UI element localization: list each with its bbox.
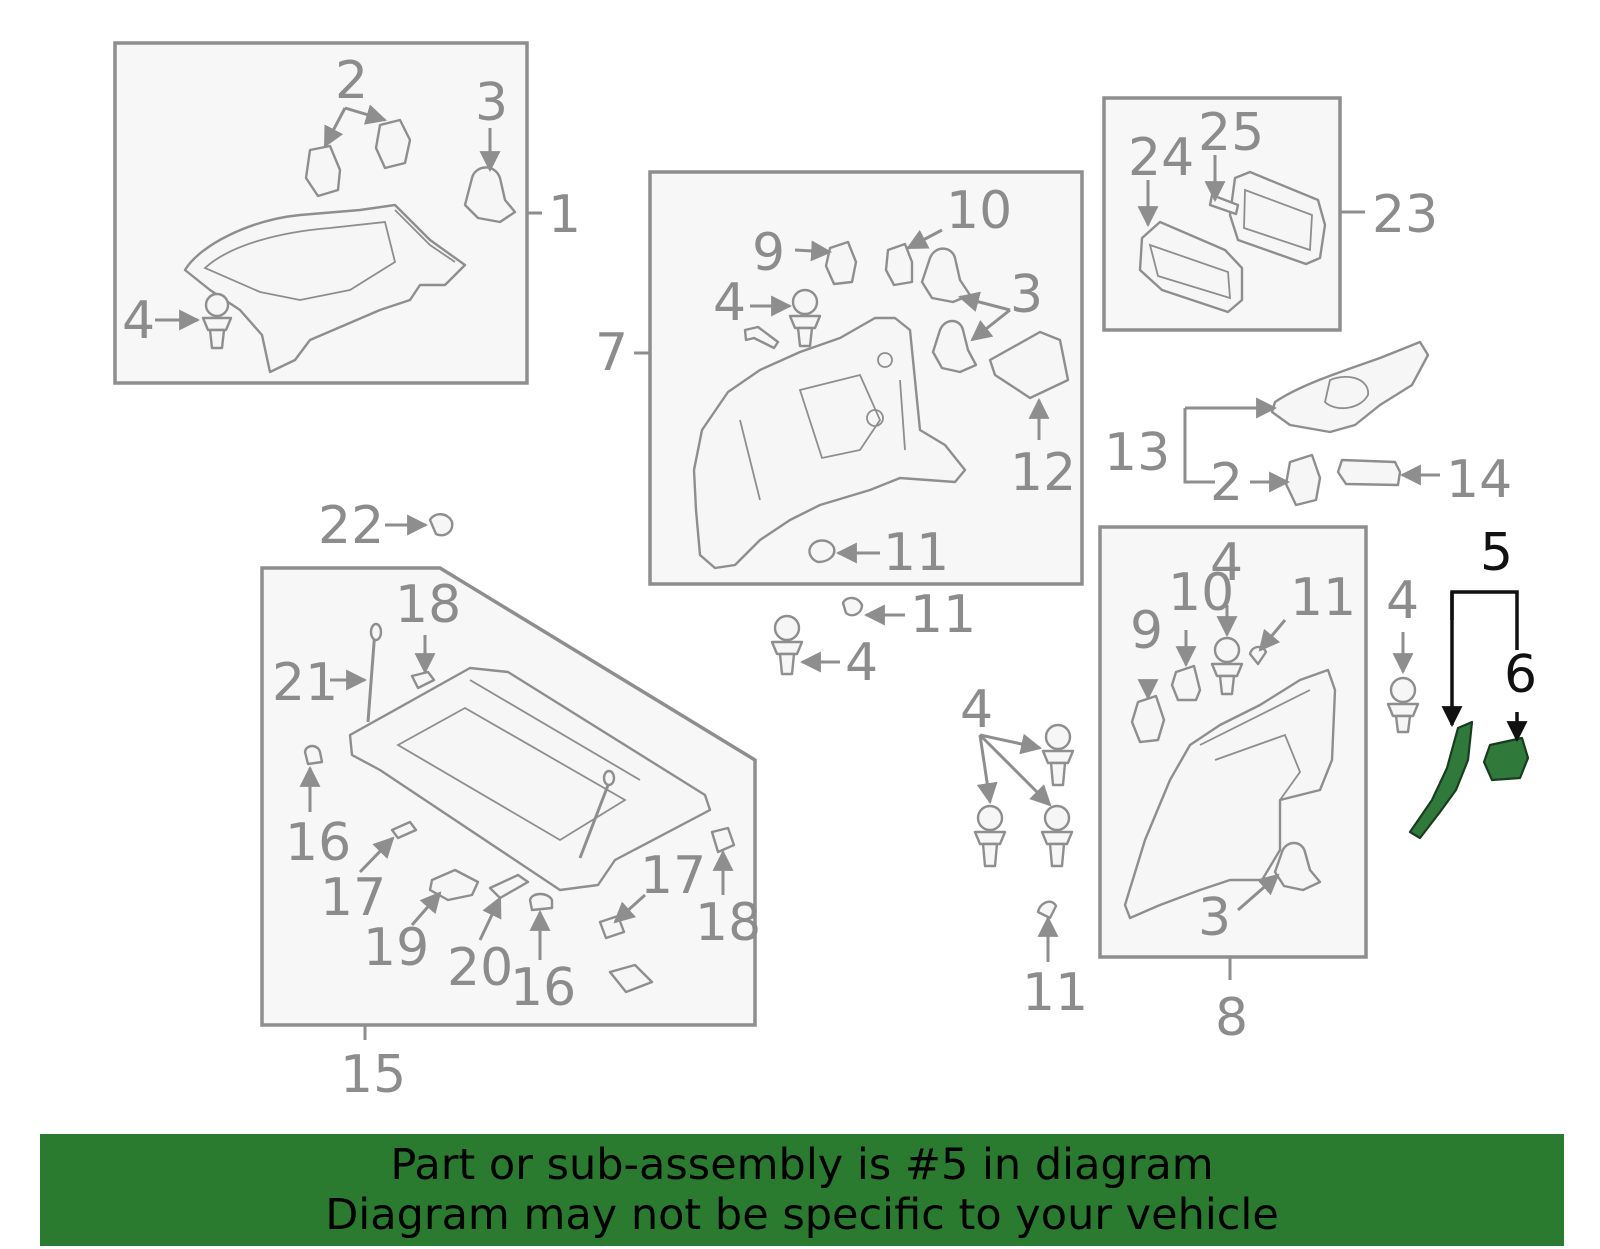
clip-2b <box>1284 453 1322 507</box>
fastener-4d-top <box>1041 723 1075 787</box>
plug-11b <box>841 596 864 617</box>
bracket-15-bottom <box>608 963 654 994</box>
lamp-lens-24 <box>1138 220 1244 314</box>
callout-25: 25 <box>1198 103 1264 163</box>
callout-15: 15 <box>340 1045 406 1105</box>
pad-14 <box>1336 458 1402 487</box>
latch-19 <box>428 868 480 902</box>
callout-3a: 3 <box>475 73 508 133</box>
fastener-4f <box>1386 676 1420 734</box>
callout-4c: 4 <box>845 633 878 693</box>
callout-12: 12 <box>1010 443 1076 503</box>
fastener-4d-right <box>1040 804 1074 868</box>
plug-11a <box>808 539 836 564</box>
clip-17a <box>390 820 418 840</box>
callout-11c: 11 <box>1022 963 1088 1023</box>
callout-9b: 9 <box>1130 601 1163 661</box>
callout-4a: 4 <box>122 291 155 351</box>
callout-3c: 3 <box>1198 888 1231 948</box>
bracket-6 <box>1482 736 1530 782</box>
hook-3a <box>463 166 517 224</box>
callout-4f: 4 <box>1386 571 1419 631</box>
clip-22 <box>428 513 454 537</box>
callout-18b: 18 <box>695 893 761 953</box>
callout-16a: 16 <box>285 813 351 873</box>
callout-2b: 2 <box>1210 453 1243 513</box>
clip-10b <box>1170 664 1202 702</box>
support-rod-21 <box>366 622 616 859</box>
screw-4b <box>743 325 780 350</box>
fastener-4c <box>770 614 804 676</box>
info-banner: Part or sub-assembly is #5 in diagram Di… <box>40 1134 1564 1246</box>
hook-3b-upper <box>920 247 972 304</box>
callout-6: 6 <box>1504 645 1537 705</box>
banner-line-2: Diagram may not be specific to your vehi… <box>325 1190 1279 1240</box>
callout-5: 5 <box>1480 523 1513 583</box>
callout-14: 14 <box>1446 450 1512 510</box>
callout-10a: 10 <box>946 181 1012 241</box>
callout-8: 8 <box>1215 988 1248 1048</box>
callout-4d: 4 <box>960 680 993 740</box>
clip-18b <box>710 826 736 854</box>
callout-11a: 11 <box>883 523 949 583</box>
callout-19: 19 <box>363 918 429 978</box>
callout-7: 7 <box>595 323 628 383</box>
hook-3c <box>1273 841 1322 892</box>
callout-16b: 16 <box>510 958 576 1018</box>
fastener-4e <box>1210 636 1244 696</box>
callout-10b: 10 <box>1168 563 1234 623</box>
callout-18a: 18 <box>395 575 461 635</box>
callout-11d: 11 <box>1290 568 1356 628</box>
fastener-4b <box>788 288 822 348</box>
quarter-trim-panel-7 <box>692 316 967 570</box>
callout-1: 1 <box>548 185 581 245</box>
clip-10a <box>884 242 914 287</box>
banner-line-1: Part or sub-assembly is #5 in diagram <box>390 1140 1214 1190</box>
clip-9a <box>824 240 858 286</box>
fastener-4a <box>201 292 233 350</box>
latch-20 <box>488 873 530 900</box>
callout-24: 24 <box>1128 128 1194 188</box>
callout-22: 22 <box>318 496 384 556</box>
quarter-trim-panel-8 <box>1123 668 1337 920</box>
trim-13 <box>1270 340 1430 434</box>
quarter-trim-panel-1 <box>183 203 467 374</box>
fastener-4d-left <box>973 804 1007 868</box>
callout-3b: 3 <box>1010 265 1043 325</box>
callout-17b: 17 <box>640 846 706 906</box>
hook-16a <box>303 744 324 766</box>
plug-11c <box>1036 900 1058 920</box>
callout-4e: 4 <box>1210 533 1243 593</box>
hook-3b-lower <box>931 319 978 374</box>
clip-9b <box>1130 694 1166 744</box>
callout-2a: 2 <box>335 51 368 111</box>
callout-21: 21 <box>272 653 338 713</box>
callout-4b: 4 <box>713 273 746 333</box>
callout-23: 23 <box>1372 185 1438 245</box>
callout-11b: 11 <box>910 585 976 645</box>
trim-cover-5 <box>1408 720 1474 840</box>
callout-9a: 9 <box>752 223 785 283</box>
callout-13: 13 <box>1104 423 1170 483</box>
callout-20: 20 <box>447 938 513 998</box>
package-tray-15 <box>348 666 712 892</box>
callout-17a: 17 <box>320 868 386 928</box>
cover-12 <box>988 330 1070 400</box>
hook-16b <box>528 892 554 912</box>
